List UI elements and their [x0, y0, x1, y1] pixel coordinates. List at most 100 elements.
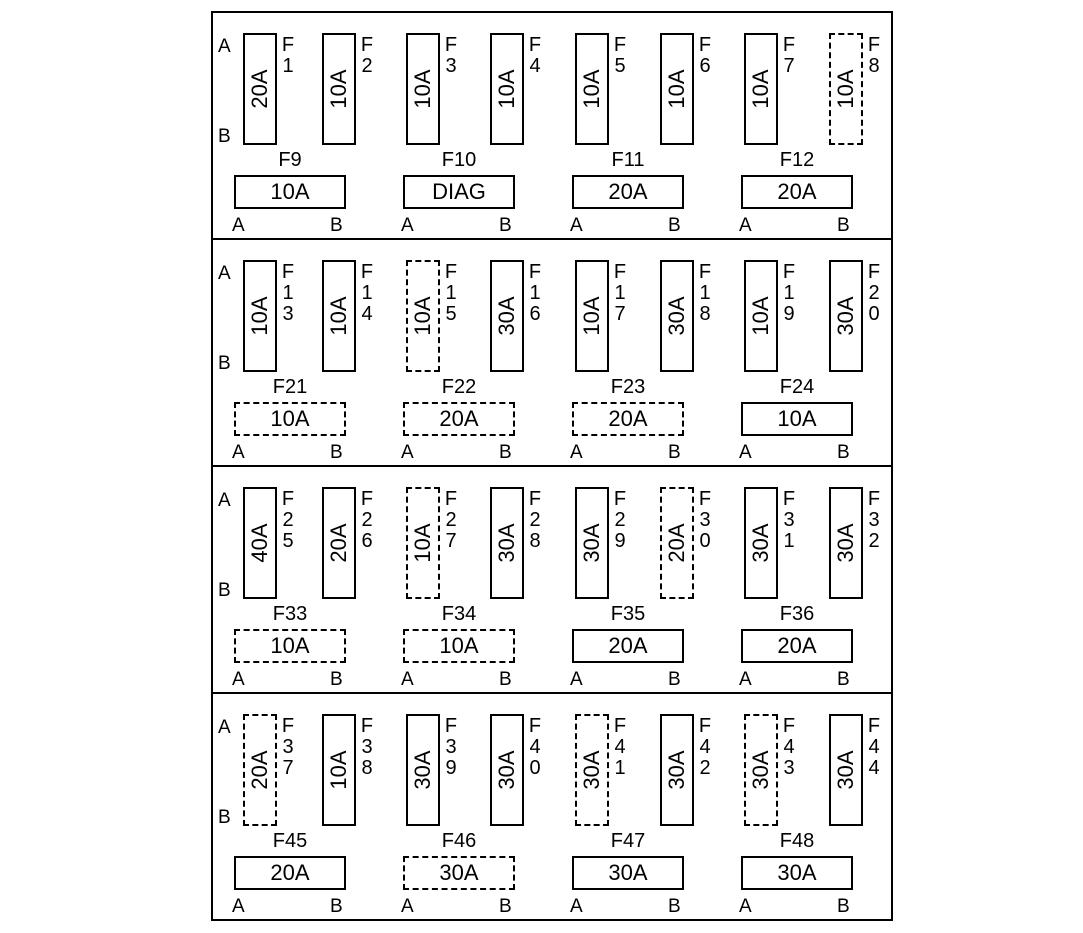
fuse-f13[interactable]: 10A	[243, 260, 277, 372]
fuse-f18[interactable]: 30A	[660, 260, 694, 372]
fuse-rating: 10A	[748, 69, 773, 109]
fuse-id-label: F35	[610, 603, 646, 625]
fuse-id-char: 1	[282, 282, 294, 304]
fuse-rating: 20A	[608, 633, 648, 658]
fuse-f25[interactable]: 40A	[243, 487, 277, 599]
fuse-f6[interactable]: 10A	[660, 33, 694, 145]
fuse-id-label: F23	[610, 376, 646, 398]
fuse-id-char: F	[613, 488, 627, 510]
fuse-f15[interactable]: 10A	[406, 260, 440, 372]
fuse-f42[interactable]: 30A	[660, 714, 694, 826]
fuse-f29[interactable]: 30A	[575, 487, 609, 599]
fuse-f4[interactable]: 10A	[490, 33, 524, 145]
fuse-id-char: 3	[445, 55, 457, 77]
fuse-f10[interactable]: DIAG	[403, 175, 515, 209]
terminal-label-a: A	[570, 669, 583, 690]
fuse-f37[interactable]: 20A	[243, 714, 277, 826]
fuse-rating: 30A	[579, 750, 604, 790]
fuse-id-char: 2	[868, 530, 880, 552]
fuse-id-char: 3	[282, 736, 294, 758]
fuse-f17[interactable]: 10A	[575, 260, 609, 372]
fuse-f46[interactable]: 30A	[403, 856, 515, 890]
fuse-id-char: 3	[445, 736, 457, 758]
fuse-f1[interactable]: 20A	[243, 33, 277, 145]
fuse-id-char: 2	[282, 509, 294, 531]
fuse-f30[interactable]: 20A	[660, 487, 694, 599]
fuse-f32[interactable]: 30A	[829, 487, 863, 599]
fuse-id-char: 1	[614, 757, 626, 779]
fuse-f14[interactable]: 10A	[322, 260, 356, 372]
fuse-f23[interactable]: 20A	[572, 402, 684, 436]
fuse-id-char: 7	[614, 303, 626, 325]
fuse-id-char: F	[444, 715, 458, 737]
terminal-label-b: B	[668, 215, 681, 236]
fuse-f20[interactable]: 30A	[829, 260, 863, 372]
fuse-f34[interactable]: 10A	[403, 629, 515, 663]
fuse-f43[interactable]: 30A	[744, 714, 778, 826]
fuse-f27[interactable]: 10A	[406, 487, 440, 599]
fuse-f36[interactable]: 20A	[741, 629, 853, 663]
fuse-f3[interactable]: 10A	[406, 33, 440, 145]
fuse-f7[interactable]: 10A	[744, 33, 778, 145]
fuse-rating: 10A	[270, 406, 310, 431]
terminal-label-b: B	[499, 669, 512, 690]
fuse-f5[interactable]: 10A	[575, 33, 609, 145]
fuse-f19[interactable]: 10A	[744, 260, 778, 372]
fuse-f12[interactable]: 20A	[741, 175, 853, 209]
fuse-f38[interactable]: 10A	[322, 714, 356, 826]
fuse-id-char: 9	[783, 303, 795, 325]
fuse-id-label: F9	[278, 149, 302, 171]
fuse-id-char: 3	[868, 509, 880, 531]
fuse-f28[interactable]: 30A	[490, 487, 524, 599]
fuse-rating: 20A	[247, 69, 272, 109]
fuse-rating: 10A	[410, 523, 435, 563]
fuse-id-char: F	[444, 261, 458, 283]
fuse-f48[interactable]: 30A	[741, 856, 853, 890]
terminal-label-a: A	[232, 442, 245, 463]
fuse-f44[interactable]: 30A	[829, 714, 863, 826]
fuse-id-char: 4	[529, 736, 541, 758]
fuse-id-char: F	[782, 261, 796, 283]
fuse-id-char: 8	[699, 303, 711, 325]
fuse-f45[interactable]: 20A	[234, 856, 346, 890]
fuse-f16[interactable]: 30A	[490, 260, 524, 372]
fuse-f8[interactable]: 10A	[829, 33, 863, 145]
fuse-f47[interactable]: 30A	[572, 856, 684, 890]
fuse-id-label: F46	[441, 830, 477, 852]
fuse-id-label: F33	[272, 603, 308, 625]
fuse-f11[interactable]: 20A	[572, 175, 684, 209]
fuse-rating: 10A	[748, 296, 773, 336]
fuse-rating: 10A	[579, 69, 604, 109]
fuse-f35[interactable]: 20A	[572, 629, 684, 663]
fuse-id-char: F	[613, 34, 627, 56]
terminal-label-a: A	[401, 896, 414, 917]
terminal-label-b: B	[668, 442, 681, 463]
fuse-f41[interactable]: 30A	[575, 714, 609, 826]
fuse-f24[interactable]: 10A	[741, 402, 853, 436]
fuse-f33[interactable]: 10A	[234, 629, 346, 663]
fuse-f31[interactable]: 30A	[744, 487, 778, 599]
fuse-f26[interactable]: 20A	[322, 487, 356, 599]
fuse-id-char: 1	[699, 282, 711, 304]
fuse-f39[interactable]: 30A	[406, 714, 440, 826]
fuse-id-char: 9	[445, 757, 457, 779]
fuse-f40[interactable]: 30A	[490, 714, 524, 826]
fuse-f22[interactable]: 20A	[403, 402, 515, 436]
fuse-f2[interactable]: 10A	[322, 33, 356, 145]
fuse-id-char: 3	[783, 509, 795, 531]
fuse-rating: 10A	[247, 296, 272, 336]
fuse-f21[interactable]: 10A	[234, 402, 346, 436]
fuse-id-char: 2	[361, 55, 373, 77]
fuse-f9[interactable]: 10A	[234, 175, 346, 209]
fuse-rating: 30A	[833, 296, 858, 336]
fuse-id-char: F	[867, 488, 881, 510]
fuse-id-char: 2	[445, 509, 457, 531]
